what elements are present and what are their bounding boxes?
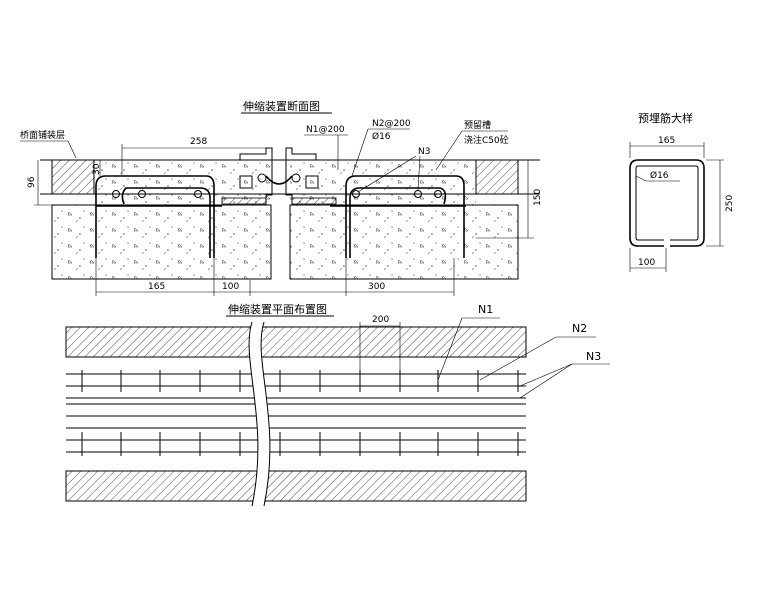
callout-n2: N2 [572, 322, 587, 335]
dim-300: 300 [368, 282, 385, 292]
dim-150: 150 [533, 189, 543, 206]
label-n2-dia: Ø16 [372, 131, 391, 142]
plan-title: 伸缩装置平面布置图 [228, 303, 327, 316]
rebar-dot-left-1 [112, 190, 120, 198]
dim-plan-200: 200 [372, 315, 389, 325]
slot-concrete-left [94, 160, 271, 205]
deck-pavement-right [475, 159, 519, 195]
break-gap [249, 320, 270, 508]
seal-bolt-right [291, 173, 301, 183]
joint-lug-right [305, 175, 319, 189]
dim-258: 258 [190, 137, 207, 147]
label-n2-spacing: N2@200 [372, 119, 411, 129]
rebar-dot-right-3 [434, 190, 442, 198]
rebar-n1-right-inner [349, 187, 447, 258]
concrete-slab-left [51, 204, 272, 280]
label-n1-spacing: N1@200 [306, 125, 345, 135]
seal-bolt-left [257, 173, 267, 183]
dim-detail-100: 100 [638, 258, 655, 268]
label-deck-pavement: 桥面铺装层 [20, 129, 65, 141]
dim-30: 30 [92, 163, 102, 175]
deck-pavement-left [51, 159, 95, 195]
dim-detail-250: 250 [725, 195, 735, 212]
section-view: 伸缩装置断面图 [20, 99, 543, 296]
section-title: 伸缩装置断面图 [243, 99, 320, 113]
callout-n3: N3 [586, 350, 601, 363]
dim-100: 100 [222, 282, 239, 292]
label-n3: N3 [418, 147, 430, 157]
label-slot-line2: 浇注C50砼 [464, 134, 509, 146]
rebar-detail-title: 预埋筋大样 [638, 111, 693, 125]
rebar-dot-right-2 [414, 190, 422, 198]
break-line-left [248, 321, 259, 507]
callout-n1: N1 [478, 303, 493, 316]
plan-view: 伸缩装置平面布置图 [65, 303, 610, 508]
break-line-right [260, 321, 271, 507]
rubber-seal [265, 175, 293, 185]
rebar-detail-shape [629, 159, 705, 247]
rebar-detail: 预埋筋大样 165 250 100 Ø16 [629, 111, 735, 272]
joint-profile-right [285, 147, 317, 205]
concrete-slab-right [289, 204, 519, 280]
dim-96: 96 [27, 176, 37, 188]
rebar-dot-left-3 [194, 190, 202, 198]
label-slot-line1: 预留槽 [464, 119, 491, 131]
rebar-detail-inner [635, 165, 699, 241]
plan-transverse-rebars [81, 370, 519, 456]
rebar-dot-right-1 [352, 190, 360, 198]
anchor-plate-left [221, 197, 267, 205]
dim-detail-165: 165 [658, 136, 675, 146]
rebar-dot-left-2 [138, 190, 146, 198]
joint-lug-left [239, 175, 253, 189]
plan-longitudinal-lines [66, 373, 526, 453]
dim-165: 165 [148, 282, 165, 292]
plan-pavement-top [65, 326, 527, 358]
detail-dia: Ø16 [650, 170, 669, 181]
rebar-n2-right-outer [345, 175, 465, 258]
anchor-plate-right [291, 197, 337, 205]
rebar-n1-left-inner [121, 187, 211, 258]
rebar-n2-left-outer [95, 175, 215, 258]
plan-pavement-bottom [65, 470, 527, 502]
